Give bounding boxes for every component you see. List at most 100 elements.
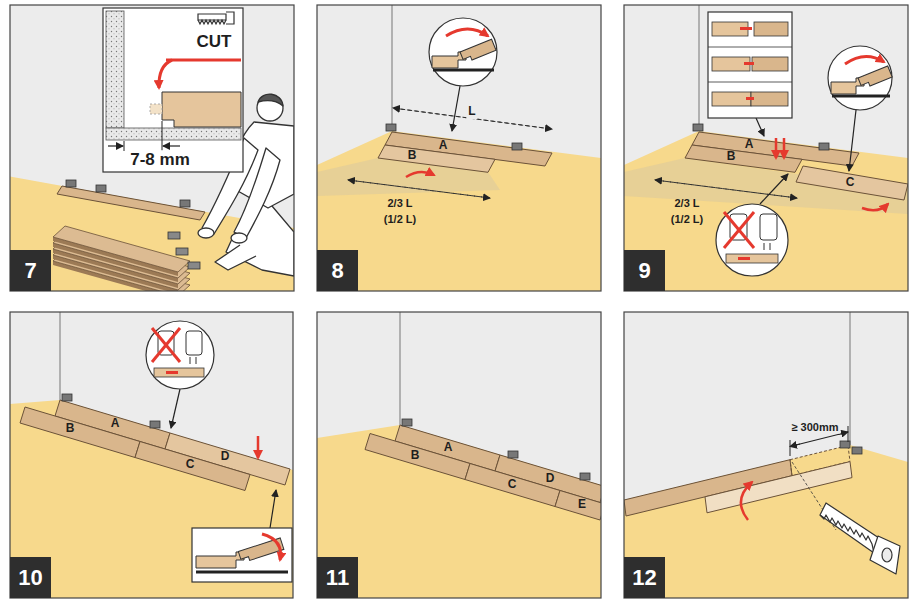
saw-icon [198, 12, 234, 24]
step-number: 11 [326, 567, 349, 589]
plank-stack [53, 226, 190, 272]
joint-detail-circle [832, 95, 890, 98]
joint-detail-circle [828, 46, 892, 110]
panel-12 [792, 432, 848, 446]
joint-steps-inset [712, 92, 751, 106]
saw-icon [226, 12, 234, 24]
diagram-label: B [406, 149, 419, 163]
diagram-label: C [184, 458, 197, 472]
panel-10 [270, 490, 276, 528]
step-number: 12 [632, 567, 656, 589]
panel-9 [693, 124, 703, 131]
panel-11 [317, 312, 601, 598]
diagram-label: CUT [195, 32, 234, 52]
panel-9 [760, 174, 788, 204]
panel-11 [317, 312, 601, 598]
panel-9 [699, 5, 700, 131]
no-hammer-circle [146, 321, 214, 389]
cut-detail-inset [162, 121, 163, 151]
cut-detail-inset [106, 11, 124, 128]
cut-detail-inset [163, 145, 180, 146]
panel-10 [257, 436, 260, 458]
hand-saw [820, 515, 874, 553]
step-number-badge: 11 [317, 557, 358, 598]
step-number: 7 [24, 260, 36, 282]
spacers-loose [168, 232, 200, 269]
panel-10 [62, 394, 72, 401]
diagram-label: E [576, 498, 588, 512]
joint-steps-inset [740, 27, 752, 30]
cut-detail-inset [166, 59, 241, 62]
step-number-badge: 12 [624, 557, 665, 598]
panel-8 [452, 86, 460, 131]
no-hammer-circle [716, 204, 788, 276]
joint-steps-inset [746, 97, 754, 100]
diagram-label: A [109, 417, 122, 431]
no-hammer-circle [726, 254, 778, 263]
no-hammer-circle [196, 357, 197, 364]
plank-row [57, 186, 205, 220]
no-hammer-circle [166, 371, 178, 374]
diagram-label: L [466, 105, 477, 119]
panel-11 [402, 419, 412, 426]
diagram-label: C [506, 478, 519, 492]
joint-detail-circle [429, 18, 497, 86]
spacers-loose [168, 232, 180, 239]
step-number-badge: 8 [317, 250, 358, 291]
panel-11 [317, 425, 601, 598]
cut-detail-inset [150, 104, 162, 114]
kneeling-worker [258, 94, 283, 106]
panel-12 [848, 426, 849, 442]
diagram-label: ≥ 300mm [789, 421, 840, 434]
step-number-badge: 9 [624, 250, 665, 291]
hand-saw [820, 503, 882, 553]
panel-frame [10, 312, 293, 598]
plank-stack [53, 226, 190, 291]
no-hammer-circle [716, 204, 788, 276]
step-number: 10 [18, 567, 42, 589]
panel-9 [849, 110, 856, 171]
diagram-label: A [437, 139, 450, 153]
joint-detail-circle [433, 69, 494, 72]
panel-8 [386, 124, 396, 131]
panel-9 [862, 204, 888, 210]
spacers-loose [188, 262, 200, 269]
panel-12 [624, 312, 908, 598]
plank-row [57, 180, 205, 220]
panel-frame [624, 312, 908, 598]
panel-9 [819, 143, 829, 150]
panel-10 [10, 400, 293, 598]
panel-frame [317, 312, 601, 598]
panel-8 [392, 5, 393, 131]
panel-12 [852, 447, 862, 454]
joint-detail-circle [858, 66, 892, 89]
kneeling-worker [198, 228, 214, 238]
hand-saw [820, 503, 900, 574]
cut-detail-inset [162, 92, 241, 127]
joint-steps-inset [708, 82, 792, 83]
panel-8 [512, 143, 522, 150]
joint-steps-inset [744, 62, 754, 65]
joint-detail-circle [460, 39, 496, 63]
joint-detail-circle [845, 56, 884, 64]
panel-12 [850, 312, 851, 445]
no-hammer-circle [154, 368, 204, 377]
no-hammer-circle [764, 243, 765, 250]
panel-7 [10, 5, 294, 291]
joint-steps-inset [708, 12, 792, 118]
kneeling-worker [215, 245, 256, 270]
spacers-loose [176, 248, 188, 255]
joint-steps-inset [708, 12, 792, 118]
panel-12 [790, 440, 791, 456]
no-hammer-circle [738, 257, 750, 260]
panel-11 [508, 451, 518, 458]
cut-detail-inset [159, 60, 172, 88]
no-hammer-circle [770, 243, 771, 250]
diagram-label: A [743, 138, 756, 152]
panel-9 [624, 5, 908, 291]
panel-11 [365, 434, 470, 480]
cut-detail-inset [103, 8, 243, 172]
cut-detail-inset [108, 145, 123, 146]
cut-detail-inset [124, 141, 125, 151]
